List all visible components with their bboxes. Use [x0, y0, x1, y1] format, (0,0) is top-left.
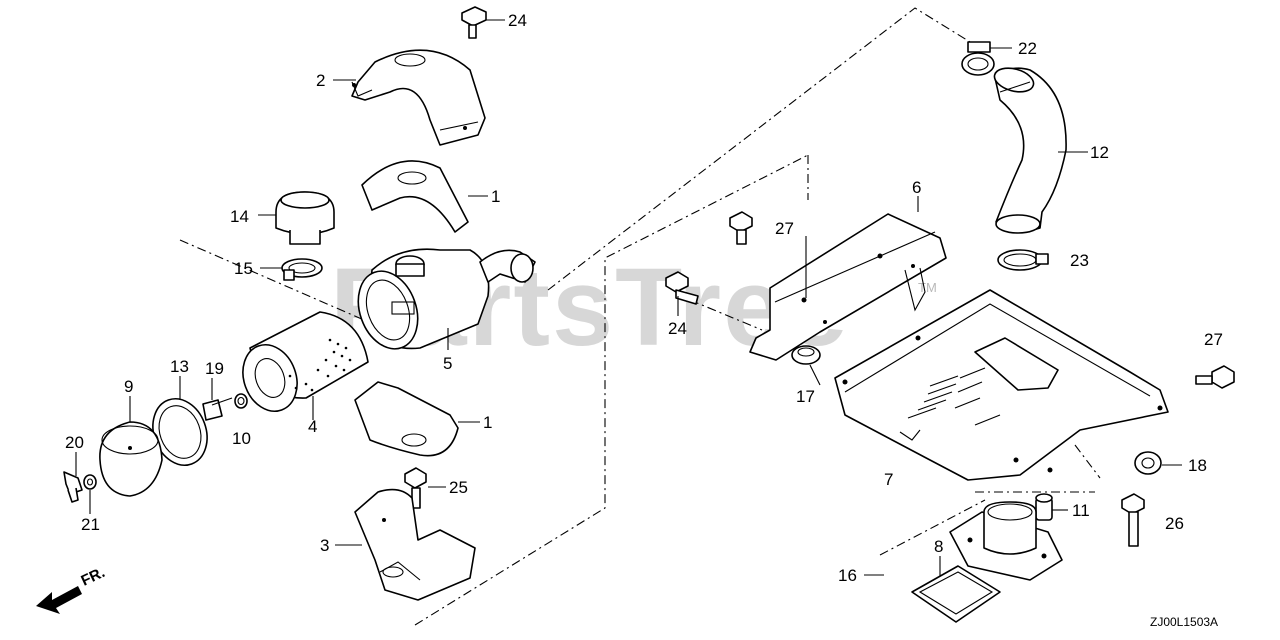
callout-24[interactable]: 24 [508, 11, 527, 30]
part-3-lower-bracket[interactable] [354, 488, 476, 601]
trademark-mark: TM [918, 280, 937, 295]
callout-2[interactable]: 2 [316, 71, 325, 90]
part-11-collar[interactable] [1035, 493, 1053, 521]
callout-9[interactable]: 9 [124, 377, 133, 396]
callout-19[interactable]: 19 [205, 359, 224, 378]
drawing-code: ZJ00L1503A [1150, 615, 1218, 629]
part-24-bolt-middle[interactable] [665, 271, 699, 305]
leader-lines [75, 19, 1182, 576]
assembly-boundary-lines [179, 7, 1101, 626]
callout-6[interactable]: 6 [912, 178, 921, 197]
callout-27[interactable]: 27 [775, 219, 794, 238]
callout-1-lower[interactable]: 1 [483, 413, 492, 432]
part-27-bolt-upper[interactable] [729, 211, 753, 245]
callout-labels: 24 2 1 14 15 5 13 19 9 10 4 1 20 21 25 3… [65, 11, 1223, 585]
callout-14[interactable]: 14 [230, 207, 249, 226]
callout-27-right[interactable]: 27 [1204, 330, 1223, 349]
callout-12[interactable]: 12 [1090, 143, 1109, 162]
part-1-lower-band[interactable] [354, 381, 459, 457]
callout-16[interactable]: 16 [838, 566, 857, 585]
callout-7[interactable]: 7 [884, 470, 893, 489]
part-16-intake-joint[interactable] [949, 501, 1063, 581]
part-19-wing-nut[interactable] [202, 397, 233, 421]
part-1-upper-band[interactable] [361, 160, 469, 233]
callout-3[interactable]: 3 [320, 536, 329, 555]
part-20-wing-nut[interactable] [63, 471, 83, 503]
part-2-upper-band[interactable] [351, 49, 486, 146]
callout-8[interactable]: 8 [934, 537, 943, 556]
callout-13[interactable]: 13 [170, 357, 189, 376]
callout-5[interactable]: 5 [443, 354, 452, 373]
callout-18[interactable]: 18 [1188, 456, 1207, 475]
part-21-washer[interactable] [83, 474, 97, 490]
part-23-clamp[interactable] [997, 249, 1049, 271]
callout-24-middle[interactable]: 24 [668, 319, 687, 338]
callout-15[interactable]: 15 [234, 259, 253, 278]
part-7-heat-shield[interactable] [834, 289, 1169, 481]
callout-10[interactable]: 10 [232, 429, 251, 448]
part-10-grommet[interactable] [234, 393, 248, 409]
front-direction-arrow: FR. [36, 564, 108, 614]
callout-22[interactable]: 22 [1018, 39, 1037, 58]
part-15-clamp[interactable] [281, 258, 323, 281]
part-18-grommet[interactable] [1134, 451, 1162, 475]
callout-4[interactable]: 4 [308, 417, 317, 436]
callout-23[interactable]: 23 [1070, 251, 1089, 270]
callout-21[interactable]: 21 [81, 515, 100, 534]
part-24-bolt-top[interactable] [461, 6, 487, 39]
callout-20[interactable]: 20 [65, 433, 84, 452]
callout-11[interactable]: 11 [1072, 501, 1090, 520]
part-25-bolt[interactable] [404, 467, 427, 509]
part-6-bracket[interactable] [749, 213, 947, 361]
part-5-air-cleaner-case[interactable] [348, 248, 536, 357]
part-12-hose[interactable] [992, 64, 1067, 234]
part-8-gasket[interactable] [911, 565, 1001, 623]
part-9-cover[interactable] [99, 421, 163, 497]
part-14-cap[interactable] [275, 191, 335, 245]
part-4-filter-element[interactable] [234, 311, 369, 419]
part-26-bolt[interactable] [1121, 493, 1145, 547]
callout-17[interactable]: 17 [796, 387, 815, 406]
part-17-grommet[interactable] [791, 345, 821, 365]
callout-1[interactable]: 1 [491, 187, 500, 206]
front-direction-label: FR. [79, 564, 108, 590]
part-22-clamp[interactable] [961, 41, 995, 76]
callout-26[interactable]: 26 [1165, 514, 1184, 533]
part-27-bolt-right[interactable] [1195, 365, 1235, 389]
callout-25[interactable]: 25 [449, 478, 468, 497]
